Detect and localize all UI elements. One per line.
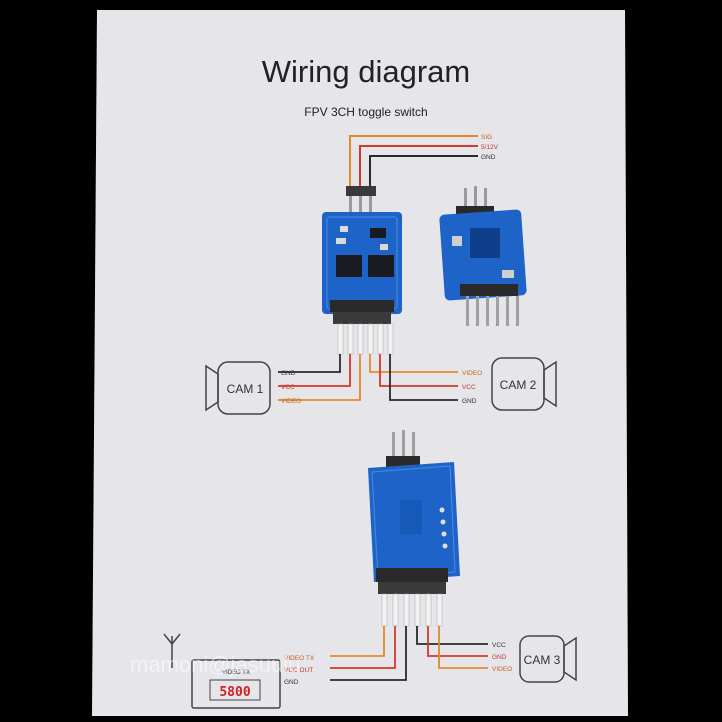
- camera-1: [205, 361, 271, 415]
- cam2-wires: [369, 354, 458, 401]
- input-5-12v-label: 5/12V: [481, 144, 499, 151]
- vtx-wires: [330, 626, 407, 681]
- input-sig-label: SIG: [481, 134, 492, 141]
- camera-2: [491, 357, 557, 411]
- vtx-video-tx-label: VIDEO TX: [284, 655, 315, 662]
- cam2-vcc-label: VCC: [462, 384, 476, 391]
- vtx-gnd-label: GND: [284, 679, 299, 686]
- cam1-gnd-label: GND: [281, 370, 296, 377]
- cam3-label: CAM 3: [524, 653, 561, 667]
- diagram-subtitle: FPV 3CH toggle switch: [304, 105, 427, 119]
- vtx-vcc-out-label: VCC OUT: [284, 667, 313, 674]
- cam2-label: CAM 2: [500, 378, 537, 392]
- cam1-label: CAM 1: [227, 382, 264, 396]
- cam1-video-label: VIDEO: [281, 398, 301, 405]
- watermark: mamoni@jasuulu: [130, 652, 300, 677]
- input-gnd-label: GND: [481, 154, 496, 161]
- cam3-video-label: VIDEO: [492, 666, 512, 673]
- vtx-label: VIDEO TX: [222, 670, 250, 676]
- vtx-channel-display: 5800: [219, 685, 250, 700]
- camera-3: [519, 635, 577, 683]
- cam1-vcc-label: VCC: [281, 384, 295, 391]
- cam2-video-label: VIDEO: [462, 370, 482, 377]
- cam3-wires: [416, 626, 488, 669]
- cam3-vcc-label: VCC: [492, 642, 506, 649]
- switch-board-bottom: [368, 430, 460, 627]
- switch-board-back: [439, 186, 527, 326]
- cam2-gnd-label: GND: [462, 398, 477, 405]
- cam3-gnd-label: GND: [492, 654, 507, 661]
- cam1-wires: [278, 354, 361, 401]
- switch-board-front: [322, 186, 402, 355]
- diagram-title: Wiring diagram: [262, 54, 470, 89]
- video-transmitter: [163, 633, 281, 709]
